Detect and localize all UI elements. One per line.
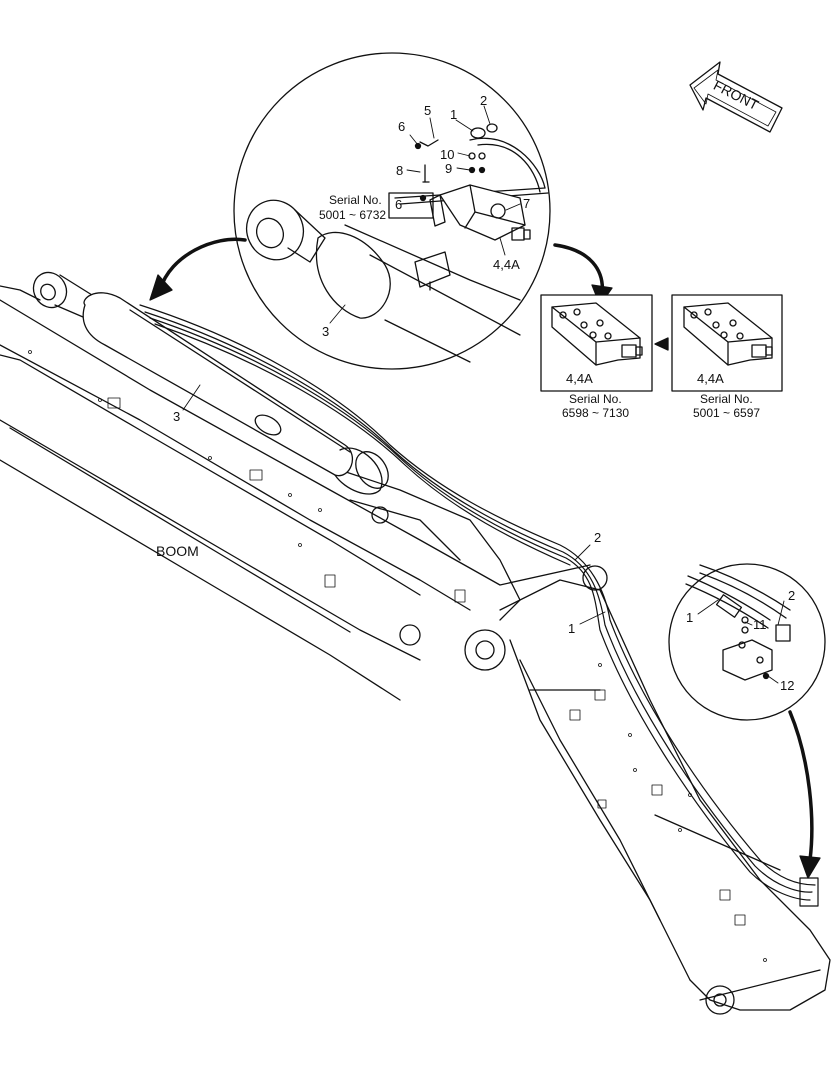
variant-arrow [654, 337, 669, 351]
variant-b-serial-range: 5001 ~ 6597 [693, 406, 761, 420]
pointer-arrow-left [149, 237, 247, 301]
callout-10-top: 10 [440, 147, 455, 162]
hose-lines [139, 304, 819, 907]
callout-8-top: 8 [396, 163, 404, 178]
boom-label: BOOM [156, 543, 199, 559]
callout-6-boxed: 6 [395, 197, 403, 212]
variant-box-b [671, 294, 783, 392]
variant-a-serial-range: 6598 ~ 7130 [562, 406, 630, 420]
callout-1-main: 1 [568, 621, 576, 636]
serial-title-top: Serial No. [329, 193, 382, 207]
variant-box-a [540, 294, 653, 392]
variant-a-label: 4,4A [566, 371, 593, 386]
callout-7-top: 7 [523, 196, 531, 211]
callout-12-right: 12 [780, 678, 795, 693]
callout-6-top: 6 [398, 119, 406, 134]
callout-2-right: 2 [788, 588, 796, 603]
callout-11-right: 11 [753, 617, 767, 632]
callout-2-top: 2 [480, 93, 488, 108]
callout-9-top: 9 [445, 161, 453, 176]
callout-5-top: 5 [424, 103, 432, 118]
boom-structure [0, 285, 831, 1015]
callout-1-top: 1 [450, 107, 458, 122]
variant-b-serial-title: Serial No. [700, 392, 753, 406]
detail-circle-top [233, 52, 551, 370]
main-leader-lines [182, 384, 606, 625]
detail-circle-right [668, 563, 826, 721]
callout-4-4a-top: 4,4A [493, 257, 520, 272]
callout-1-right: 1 [686, 610, 694, 625]
serial-range-top: 5001 ~ 6732 [319, 208, 387, 222]
callout-3-main: 3 [173, 409, 181, 424]
callout-2-main: 2 [594, 530, 602, 545]
front-direction-arrow [689, 61, 783, 133]
variant-a-serial-title: Serial No. [569, 392, 622, 406]
main-cylinder [32, 271, 389, 495]
pointer-arrow-lower-right [788, 710, 821, 879]
variant-b-label: 4,4A [697, 371, 724, 386]
callout-3-top: 3 [322, 324, 330, 339]
